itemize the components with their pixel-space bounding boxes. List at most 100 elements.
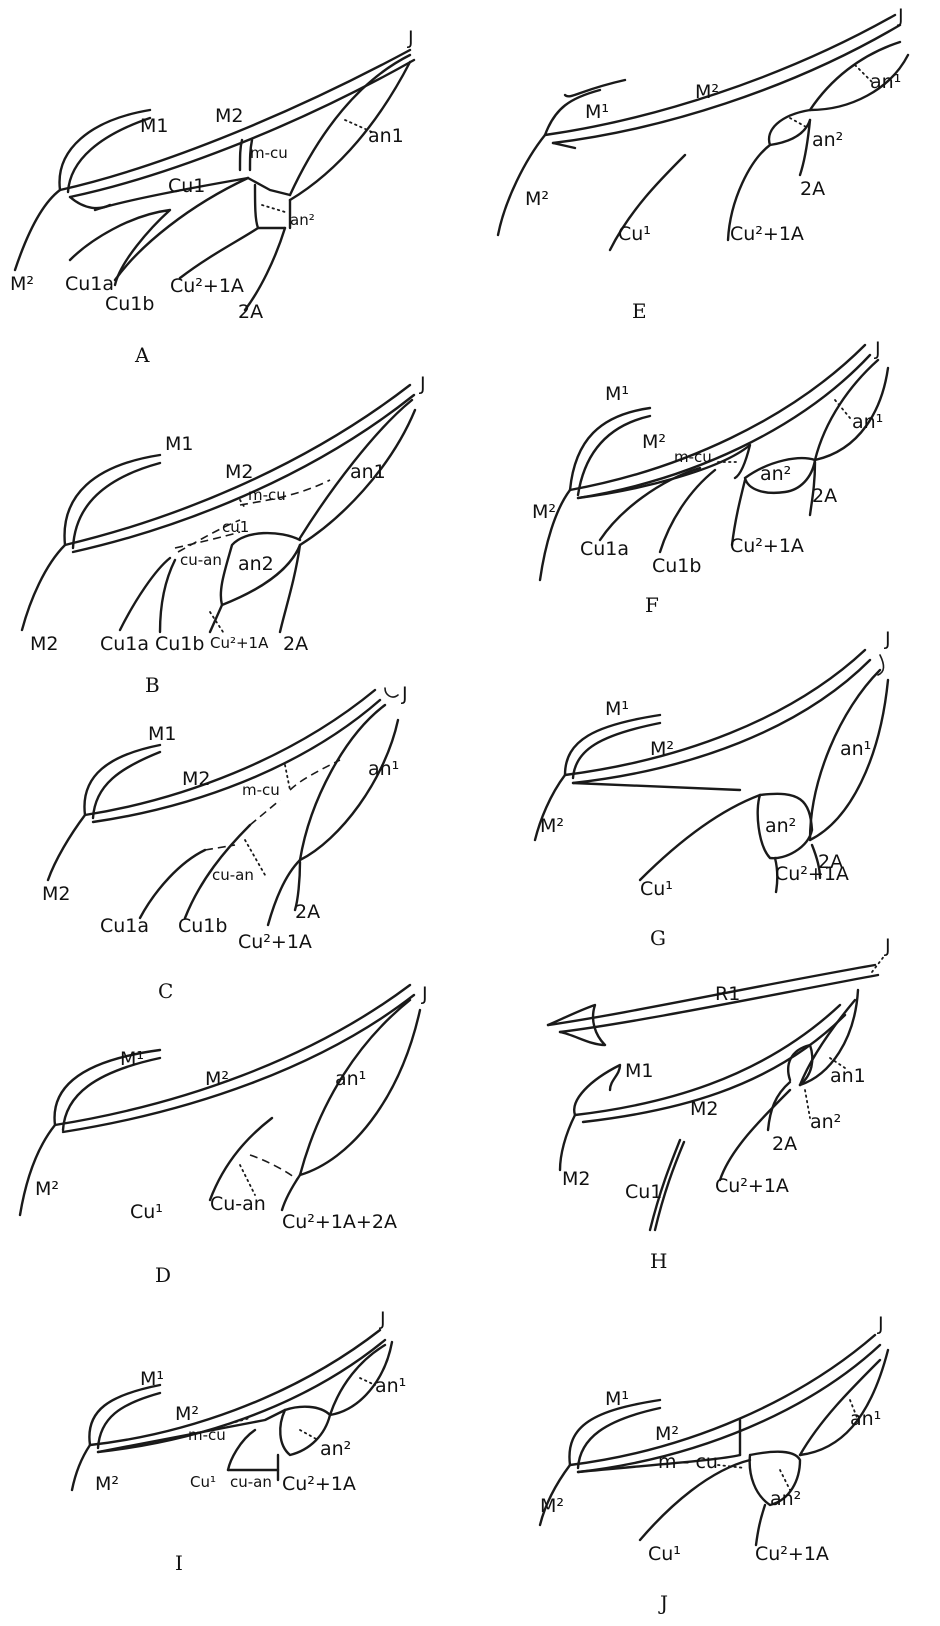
- caption-i: I: [175, 1551, 183, 1575]
- label-cu1b: Cu1b: [105, 293, 154, 315]
- label-an1: an1: [830, 1065, 866, 1087]
- label-cu2-1a: Cu²+1A: [775, 863, 849, 885]
- label-j: J: [884, 935, 891, 957]
- label-m1: M1: [140, 115, 168, 137]
- label-an1: an1: [350, 461, 386, 483]
- label-j: J: [421, 983, 428, 1005]
- label-j: J: [877, 1313, 884, 1335]
- label-m2-base: M²: [10, 273, 34, 295]
- label-j: J: [884, 628, 891, 650]
- label-m1: M¹: [605, 698, 629, 720]
- label-2a: 2A: [800, 178, 825, 200]
- label-m2: M²: [655, 1423, 679, 1445]
- label-m-cu: m - cu: [658, 1451, 718, 1473]
- label-an1: an¹: [850, 1408, 881, 1430]
- label-m2: M2: [225, 461, 253, 483]
- label-an2: an²: [812, 129, 843, 151]
- label-j: J: [401, 683, 408, 705]
- label-cu1: Cu¹: [618, 223, 651, 245]
- label-an1: an1: [368, 125, 404, 147]
- label-an1: an¹: [335, 1068, 366, 1090]
- label-m2-base: M²: [540, 1495, 564, 1517]
- label-an2: an²: [760, 463, 791, 485]
- label-an1: an¹: [870, 71, 901, 93]
- label-m2-base: M2: [42, 883, 70, 905]
- label-cu1: Cu¹: [640, 878, 673, 900]
- caption-f: F: [645, 593, 659, 617]
- label-r1: R1: [715, 983, 740, 1005]
- label-cu-an: cu-an: [180, 551, 222, 569]
- label-m-cu: m-cu: [250, 144, 288, 162]
- label-m1: M1: [148, 723, 176, 745]
- label-j: J: [379, 1308, 386, 1330]
- label-2a: 2A: [295, 901, 320, 923]
- label-cu2-1a-2a: Cu²+1A+2A: [282, 1211, 397, 1233]
- label-cu1b: Cu1b: [652, 555, 701, 577]
- panel-c: J M1 M2 m-cu an¹ cu-an M2 Cu1a Cu1b 2A C…: [42, 683, 408, 1003]
- label-m1: M¹: [585, 101, 609, 123]
- panel-e: J M¹ M² an¹ an² 2A M² Cu¹ Cu²+1A E: [498, 5, 908, 323]
- panel-f: J M¹ M² an¹ m-cu an² M² 2A Cu1a Cu1b Cu²…: [532, 338, 888, 617]
- label-j: J: [419, 373, 426, 395]
- label-cu2-1a: Cu²+1A: [238, 931, 312, 953]
- label-m2-base: M²: [95, 1473, 119, 1495]
- label-an2: an²: [765, 815, 796, 837]
- label-j: J: [874, 338, 881, 360]
- label-m2-base: M²: [540, 815, 564, 837]
- label-m1: M¹: [605, 1388, 629, 1410]
- panel-h: J R1 M1 M2 an1 an² 2A M2 Cu1 Cu²+1A H: [548, 935, 891, 1273]
- label-m2: M2: [215, 105, 243, 127]
- label-m2: M²: [205, 1068, 229, 1090]
- label-cu1a: Cu1a: [580, 538, 629, 560]
- label-cu1a: Cu1a: [65, 273, 114, 295]
- label-m2-base: M2: [562, 1168, 590, 1190]
- label-m1: M1: [625, 1060, 653, 1082]
- label-m1: M1: [165, 433, 193, 455]
- caption-g: G: [650, 926, 666, 950]
- panel-g: J M¹ M² an¹ an² M² 2A Cu¹ Cu²+1A G: [535, 628, 891, 950]
- label-j: J: [407, 27, 414, 49]
- label-an1: an¹: [375, 1375, 406, 1397]
- caption-d: D: [155, 1263, 171, 1287]
- panel-a: J M1 M2 m-cu an1 Cu1 an² M² Cu1a Cu1b Cu…: [10, 27, 414, 367]
- caption-c: C: [158, 979, 173, 1003]
- label-cu1: Cu¹: [190, 1473, 216, 1491]
- caption-j: J: [658, 1591, 668, 1615]
- label-m-cu: m-cu: [188, 1426, 226, 1444]
- caption-b: B: [145, 673, 160, 697]
- panel-j: J M¹ M² an¹ m - cu an² M² Cu¹ Cu²+1A J: [540, 1313, 888, 1615]
- label-an2: an2: [238, 553, 274, 575]
- caption-a: A: [134, 343, 150, 367]
- label-m2: M²: [175, 1403, 199, 1425]
- label-m-cu: m-cu: [248, 486, 286, 504]
- label-2a: 2A: [283, 633, 308, 655]
- label-an1: an¹: [368, 758, 399, 780]
- label-cu2-1a: Cu²+1A: [170, 275, 244, 297]
- label-cu-an: Cu-an: [210, 1193, 266, 1215]
- label-cu1: cu1: [222, 518, 249, 536]
- label-cu1: Cu¹: [648, 1543, 681, 1565]
- label-m2: M²: [695, 81, 719, 103]
- label-an2: an²: [770, 1488, 801, 1510]
- label-cu1a: Cu1a: [100, 915, 149, 937]
- label-2a: 2A: [238, 301, 263, 323]
- label-cu1a: Cu1a: [100, 633, 149, 655]
- label-cu-an: cu-an: [230, 1473, 272, 1491]
- label-cu2-1a: Cu²+1A: [210, 634, 269, 652]
- label-m2: M²: [650, 738, 674, 760]
- label-cu2-1a: Cu²+1A: [730, 223, 804, 245]
- label-2a: 2A: [812, 485, 837, 507]
- label-an1: an¹: [840, 738, 871, 760]
- label-cu1: Cu1: [625, 1181, 662, 1203]
- label-cu2-1a: Cu²+1A: [715, 1175, 789, 1197]
- label-cu1: Cu¹: [130, 1201, 163, 1223]
- label-cu2-1a: Cu²+1A: [755, 1543, 829, 1565]
- label-an1: an¹: [852, 411, 883, 433]
- label-m2-base: M²: [532, 501, 556, 523]
- label-cu-an: cu-an: [212, 866, 254, 884]
- label-an2: an²: [320, 1438, 351, 1460]
- label-an2: an²: [810, 1111, 841, 1133]
- label-j: J: [897, 5, 904, 27]
- panel-b: J M1 M2 m-cu an1 cu1 cu-an an2 M2 Cu1a C…: [22, 373, 426, 697]
